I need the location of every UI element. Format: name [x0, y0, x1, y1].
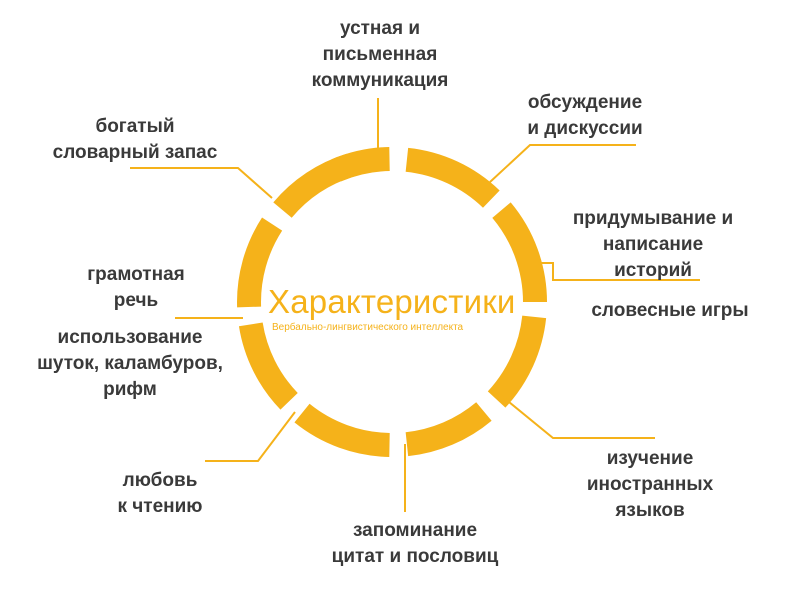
- center-title: Характеристики: [268, 283, 516, 320]
- connector-lines: [130, 98, 700, 512]
- ring-segment: [405, 147, 500, 208]
- label-rich-vocabulary: богатый словарный запас: [52, 116, 218, 163]
- label-oral-written-communication: устная и письменная коммуникация: [311, 18, 449, 91]
- ring-segment: [487, 315, 547, 408]
- label-discussions: обсуждение и дискуссии: [527, 92, 643, 139]
- label-love-of-reading: любовь к чтению: [117, 470, 203, 517]
- ring-segment: [238, 322, 298, 410]
- label-foreign-languages: изучение иностранных языков: [586, 448, 714, 521]
- ring-segment: [405, 402, 492, 457]
- label-word-games: словесные игры: [591, 300, 749, 321]
- ring-segment: [492, 202, 547, 303]
- center-subtitle: Вербально-лингвистического интеллекта: [272, 322, 464, 333]
- segment-ring: [237, 147, 547, 457]
- connector-line: [205, 411, 296, 462]
- connector-line: [130, 167, 273, 199]
- ring-segment: [294, 403, 391, 457]
- label-quotes-proverbs: запоминание цитат и пословиц: [331, 520, 499, 567]
- label-literate-speech: грамотная речь: [87, 264, 185, 311]
- label-jokes-puns-rhymes: использование шуток, каламбуров, рифм: [37, 327, 223, 400]
- connector-line: [538, 262, 700, 281]
- connector-line: [497, 392, 655, 439]
- connector-line: [489, 144, 636, 183]
- ring-segment: [237, 217, 283, 308]
- ring-segment: [273, 153, 355, 219]
- label-story-writing: придумывание и написание историй: [572, 208, 734, 281]
